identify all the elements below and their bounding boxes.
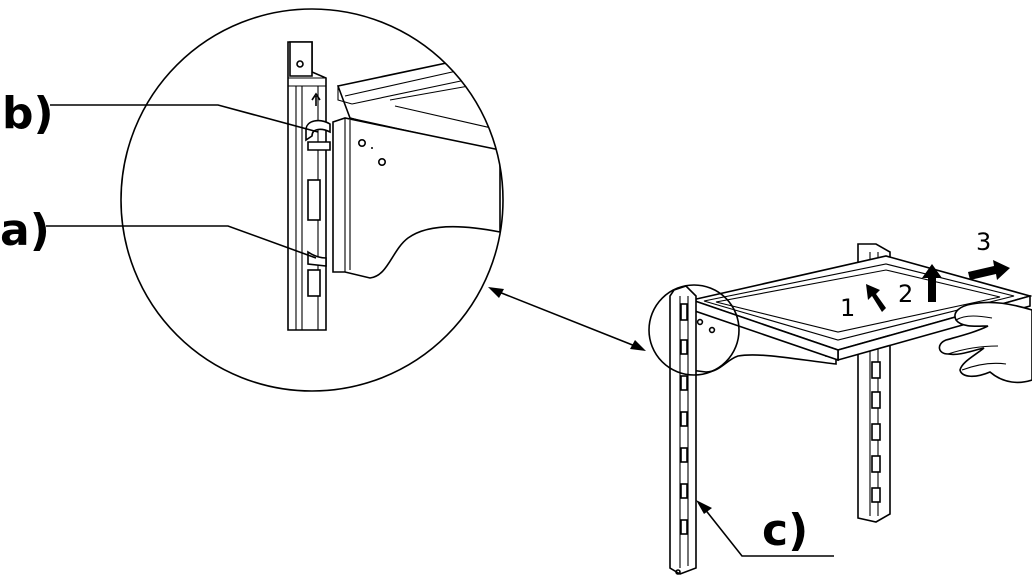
hand [938, 301, 1032, 384]
step-1-label: 1 [840, 294, 855, 322]
step-arrows: 1 2 3 [840, 228, 1010, 322]
arrow-3: 3 [968, 228, 1010, 280]
label-a: a) [0, 205, 50, 256]
callout-b: b) [2, 88, 319, 139]
main-assembly: 1 2 3 c) [648, 228, 1032, 575]
step-2-label: 2 [898, 280, 913, 308]
magnify-link-arrow [488, 287, 646, 351]
leader-c [703, 507, 834, 557]
leader-b [50, 104, 319, 133]
detail-contents [287, 41, 503, 331]
label-b: b) [2, 88, 54, 139]
detail-bracket-plate [332, 117, 501, 279]
detail-magnifier [120, 8, 504, 392]
leader-a [46, 225, 317, 259]
arrow-1: 1 [840, 284, 886, 322]
callout-c: c) [696, 500, 834, 557]
detail-wall-rail [287, 41, 331, 331]
callout-a: a) [0, 205, 317, 259]
label-c: c) [762, 505, 808, 556]
detail-source-circle [648, 284, 740, 376]
step-3-label: 3 [976, 228, 991, 256]
front-wall-rail [669, 285, 697, 575]
arrow-2: 2 [898, 264, 942, 308]
